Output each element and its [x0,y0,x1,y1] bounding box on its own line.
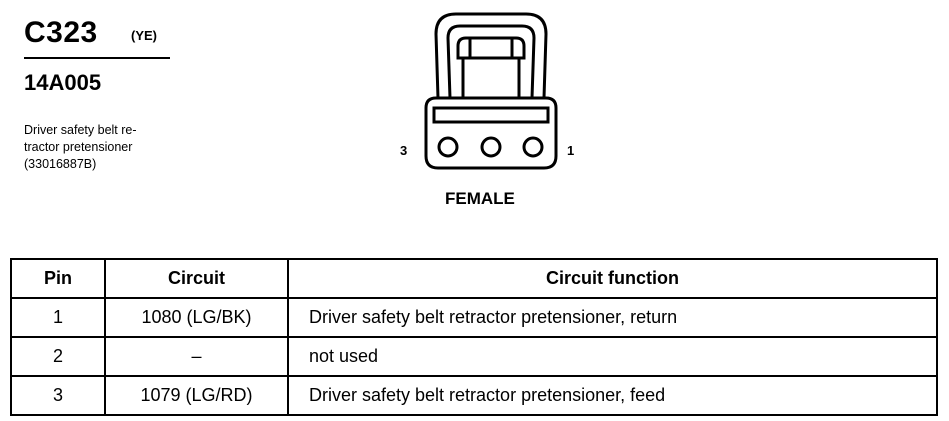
table-row: 3 1079 (LG/RD) Driver safety belt retrac… [10,375,938,416]
circuit-cell: 1079 (LG/RD) [104,375,289,416]
description-line: Driver safety belt re- [24,123,137,137]
pin-label-right: 1 [567,143,575,158]
pinout-table: Pin Circuit Circuit function 1 1080 (LG/… [10,258,938,416]
pin-cell: 2 [10,336,106,377]
latch-housing-inner [446,24,536,99]
component-description: Driver safety belt re- tractor pretensio… [24,122,224,173]
table-row: 2 – not used [10,336,938,377]
circuit-cell: – [104,336,289,377]
pin-cell: 3 [10,375,106,416]
connector-id: C323 [24,16,98,49]
connector-body [424,96,558,170]
column-header-function: Circuit function [287,258,938,299]
function-cell: not used [287,336,938,377]
circuit-cell: 1080 (LG/BK) [104,297,289,338]
pin-label-left: 3 [400,143,408,158]
description-line: (33016887B) [24,157,97,171]
connector-gender-caption: FEMALE [445,189,515,208]
pin-cavity-3 [437,136,459,158]
table-row: 1 1080 (LG/BK) Driver safety belt retrac… [10,297,938,338]
color-code: (YE) [131,28,157,43]
function-cell: Driver safety belt retractor pretensione… [287,375,938,416]
pin-cavity-1 [522,136,544,158]
table-header-row: Pin Circuit Circuit function [10,258,938,299]
pin-cavity-2 [480,136,502,158]
connector-slot [432,106,550,124]
function-cell: Driver safety belt retractor pretensione… [287,297,938,338]
part-number: 14A005 [24,70,102,95]
description-line: tractor pretensioner [24,140,133,154]
column-header-pin: Pin [10,258,106,299]
title-rule [24,57,170,59]
pin-cell: 1 [10,297,106,338]
locking-tab [456,36,526,98]
latch-housing-outer [434,12,548,99]
connector-face-diagram [424,12,558,170]
column-header-circuit: Circuit [104,258,289,299]
